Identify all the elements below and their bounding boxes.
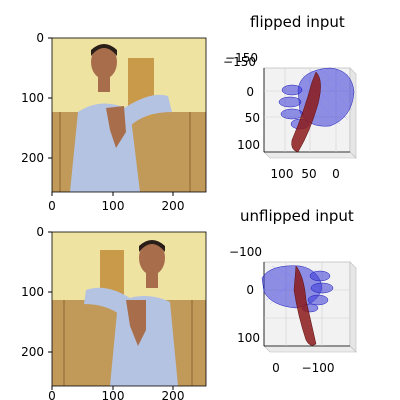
- bl-xtick-1: 100: [102, 389, 125, 400]
- flipped-ytick-2: 100: [237, 138, 260, 152]
- image-frame-bottom: [51, 231, 207, 387]
- 3d-axis-flipped: −150 −150 0 50 100 100 50 0: [223, 51, 340, 181]
- bottom-left-axis: 0 100 200 0 100 200: [21, 225, 184, 400]
- 3d-plot-flipped: [263, 67, 357, 159]
- unflipped-xtick-0: 0: [272, 361, 280, 375]
- unflipped-xtick-1: −100: [302, 361, 335, 375]
- flipped-ytick-0: 0: [246, 85, 254, 99]
- tl-xtick-2: 200: [162, 199, 185, 213]
- tl-ytick-2: 200: [21, 151, 44, 165]
- flipped-xtick-0: 100: [271, 167, 294, 181]
- bl-ytick-1: 100: [21, 285, 44, 299]
- bl-xtick-2: 200: [162, 389, 185, 400]
- bl-ytick-0: 0: [36, 225, 44, 239]
- unflipped-z-label: −100: [229, 245, 262, 259]
- unflipped-ytick-1: 100: [237, 331, 260, 345]
- image-frame-top: [51, 37, 207, 193]
- flipped-title: flipped input: [250, 13, 345, 31]
- image-panel-bottom: [52, 232, 206, 386]
- tl-ytick-0: 0: [36, 31, 44, 45]
- bl-xtick-0: 0: [48, 389, 56, 400]
- image-panel-top: [52, 38, 206, 192]
- flipped-z-label-a: −150: [225, 51, 258, 65]
- tl-xtick-1: 100: [102, 199, 125, 213]
- unflipped-ytick-0: 0: [246, 283, 254, 297]
- unflipped-title: unflipped input: [240, 207, 354, 225]
- tl-xtick-0: 0: [48, 199, 56, 213]
- top-left-axis: 0 100 200 0 100 200: [21, 31, 184, 213]
- 3d-axis-unflipped: −100 0 100 0 −100: [229, 245, 334, 375]
- bl-ytick-2: 200: [21, 345, 44, 359]
- flipped-xtick-2: 0: [332, 167, 340, 181]
- flipped-xtick-1: 50: [301, 167, 316, 181]
- hand-mesh-unflipped: [261, 265, 334, 313]
- flipped-ytick-1: 50: [245, 111, 260, 125]
- tl-ytick-1: 100: [21, 91, 44, 105]
- 3d-plot-unflipped: [261, 261, 357, 353]
- flipped-z-label-b: −150: [223, 55, 256, 69]
